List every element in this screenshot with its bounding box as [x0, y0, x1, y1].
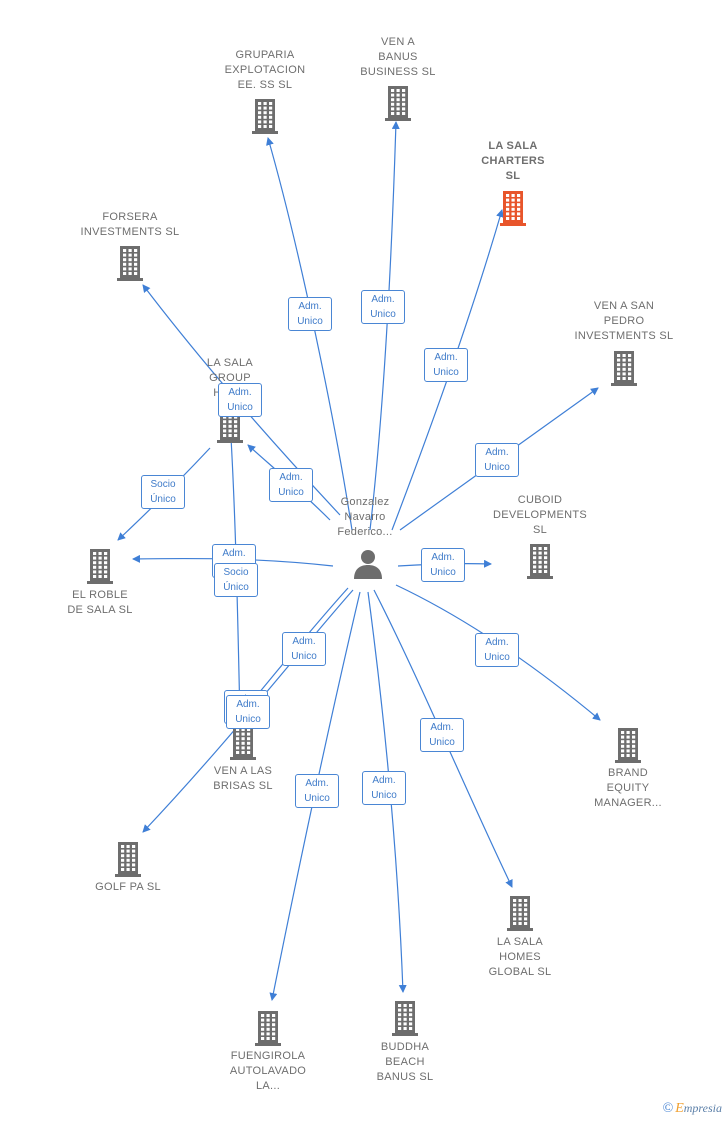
- relation-badge[interactable]: Adm. Unico: [282, 632, 326, 666]
- building-icon[interactable]: [609, 350, 639, 386]
- relation-badge[interactable]: Adm. Unico: [295, 774, 339, 808]
- building-icon[interactable]: [228, 724, 258, 760]
- company-label-ven-a-san-pedro[interactable]: VEN A SAN PEDRO INVESTMENTS SL: [559, 299, 689, 344]
- company-node-golf-pa[interactable]: [113, 841, 143, 877]
- relation-badge[interactable]: Adm. Unico: [421, 548, 465, 582]
- company-label-fuengirola[interactable]: FUENGIROLA AUTOLAVADO LA...: [203, 1049, 333, 1094]
- company-name[interactable]: CUBOID DEVELOPMENTS SL: [492, 494, 588, 536]
- company-name[interactable]: EL ROBLE DE SALA SL: [67, 589, 133, 616]
- building-icon[interactable]: [113, 841, 143, 877]
- company-name[interactable]: LA SALA CHARTERS SL: [481, 140, 545, 182]
- copyright-icon: ©: [662, 1101, 674, 1116]
- building-icon[interactable]: [115, 245, 145, 281]
- building-icon[interactable]: [505, 895, 535, 931]
- company-name[interactable]: LA SALA HOMES GLOBAL SL: [488, 936, 552, 978]
- company-name[interactable]: FORSERA INVESTMENTS SL: [80, 211, 180, 238]
- edge-1: [369, 121, 400, 531]
- building-icon[interactable]: [250, 98, 280, 134]
- relation-badge[interactable]: Adm. Unico: [288, 297, 332, 331]
- company-node-ven-a-las-brisas[interactable]: [228, 724, 258, 760]
- building-icon[interactable]: [85, 548, 115, 584]
- company-label-buddha[interactable]: BUDDHA BEACH BANUS SL: [340, 1040, 470, 1085]
- company-name[interactable]: GRUPARIA EXPLOTACION EE. SS SL: [224, 49, 306, 91]
- company-node-buddha[interactable]: [390, 1000, 420, 1036]
- company-name[interactable]: VEN A BANUS BUSINESS SL: [360, 36, 436, 78]
- relation-badge[interactable]: Adm. Unico: [420, 718, 464, 752]
- company-label-ven-a-banus[interactable]: VEN A BANUS BUSINESS SL: [333, 35, 463, 80]
- company-node-el-roble[interactable]: [85, 548, 115, 584]
- relation-badge[interactable]: Adm. Unico: [475, 443, 519, 477]
- company-name[interactable]: VEN A SAN PEDRO INVESTMENTS SL: [574, 300, 674, 342]
- company-label-la-sala-homes[interactable]: LA SALA HOMES GLOBAL SL: [455, 935, 585, 980]
- company-name[interactable]: FUENGIROLA AUTOLAVADO LA...: [229, 1050, 307, 1092]
- company-node-cuboid[interactable]: [525, 543, 555, 579]
- company-node-fuengirola[interactable]: [253, 1010, 283, 1046]
- relation-badge[interactable]: Socio Único: [141, 475, 185, 509]
- center-person-label[interactable]: Gonzalez Navarro Federico...: [337, 496, 393, 538]
- company-node-la-sala-charters[interactable]: [498, 190, 528, 226]
- company-label-cuboid[interactable]: CUBOID DEVELOPMENTS SL: [475, 493, 605, 538]
- building-icon[interactable]: [253, 1010, 283, 1046]
- edge-0: [266, 137, 353, 531]
- company-node-ven-a-san-pedro[interactable]: [609, 350, 639, 386]
- relation-badge[interactable]: Adm. Unico: [218, 383, 262, 417]
- company-label-el-roble[interactable]: EL ROBLE DE SALA SL: [35, 588, 165, 618]
- relation-badge[interactable]: Adm. Unico: [361, 290, 405, 324]
- company-label-golf-pa[interactable]: GOLF PA SL: [63, 880, 193, 895]
- relation-badge[interactable]: Adm. Unico: [424, 348, 468, 382]
- building-icon[interactable]: [383, 85, 413, 121]
- company-node-forsera[interactable]: [115, 245, 145, 281]
- company-name[interactable]: BRAND EQUITY MANAGER...: [594, 767, 662, 809]
- company-node-brand-equity[interactable]: [613, 727, 643, 763]
- building-icon[interactable]: [390, 1000, 420, 1036]
- building-icon[interactable]: [525, 543, 555, 579]
- company-label-la-sala-charters[interactable]: LA SALA CHARTERS SL: [448, 139, 578, 184]
- relation-badge[interactable]: Adm. Unico: [269, 468, 313, 502]
- relation-badge[interactable]: Adm. Unico: [362, 771, 406, 805]
- company-name[interactable]: GOLF PA SL: [95, 881, 161, 893]
- company-label-forsera[interactable]: FORSERA INVESTMENTS SL: [65, 210, 195, 240]
- empresia-logo: ©Empresia: [662, 1101, 722, 1116]
- company-node-ven-a-banus[interactable]: [383, 85, 413, 121]
- relation-badge[interactable]: Socio Único: [214, 563, 258, 597]
- relation-badge[interactable]: Adm. Unico: [475, 633, 519, 667]
- company-label-brand-equity[interactable]: BRAND EQUITY MANAGER...: [563, 766, 693, 811]
- company-name[interactable]: BUDDHA BEACH BANUS SL: [376, 1041, 434, 1083]
- relation-badge[interactable]: Adm. Unico: [226, 695, 270, 729]
- company-label-ven-a-las-brisas[interactable]: VEN A LAS BRISAS SL: [178, 764, 308, 794]
- company-node-la-sala-homes[interactable]: [505, 895, 535, 931]
- building-icon[interactable]: [613, 727, 643, 763]
- company-name[interactable]: VEN A LAS BRISAS SL: [213, 765, 273, 792]
- company-node-gruparia[interactable]: [250, 98, 280, 134]
- building-icon[interactable]: [498, 190, 528, 226]
- company-label-gruparia[interactable]: GRUPARIA EXPLOTACION EE. SS SL: [200, 48, 330, 93]
- person-icon[interactable]: [352, 548, 384, 580]
